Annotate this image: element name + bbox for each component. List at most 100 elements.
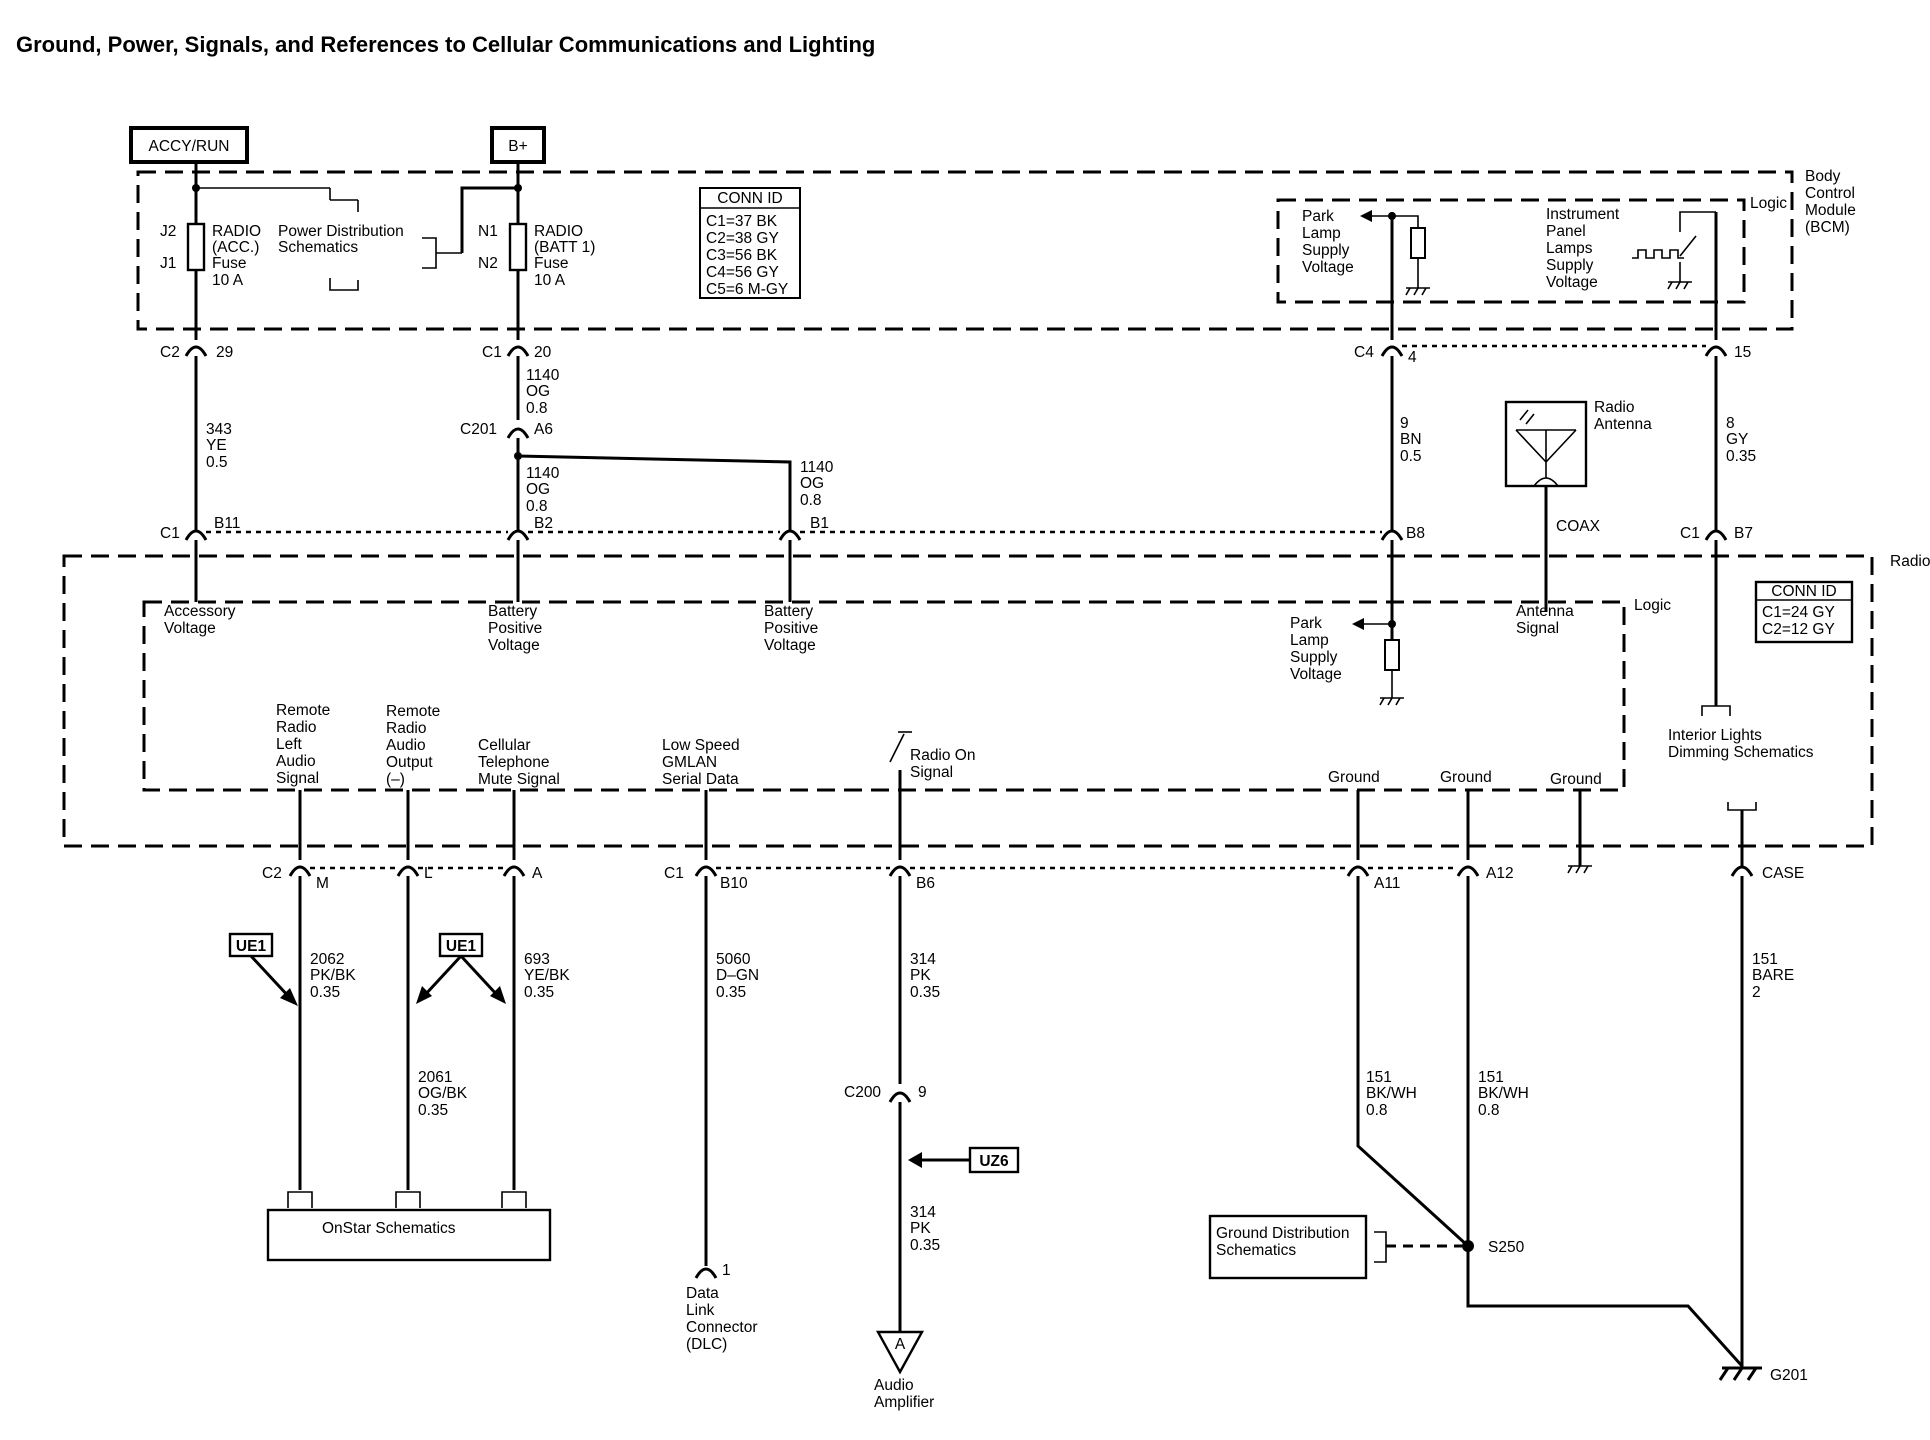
remote-left-2: Radio	[276, 719, 317, 736]
w2061-gauge: 0.35	[418, 1102, 448, 1119]
radio-park-lamp-4: Voltage	[1290, 666, 1342, 683]
w151b-color: BK/WH	[1478, 1085, 1529, 1102]
bplus-source: B+	[490, 126, 546, 164]
radio-conn-id-title: CONN ID	[1771, 583, 1836, 600]
bcm-panel-lamps-5: Voltage	[1546, 274, 1598, 291]
bcm-park-lamp-driver	[1360, 210, 1430, 340]
bcm-logic-box: Logic Park Lamp Supply Voltage Instrumen…	[1276, 195, 1787, 304]
w1140c-color: OG	[800, 475, 824, 492]
w9-gauge: 0.5	[1400, 448, 1422, 465]
battery-positive-1-a: Battery	[488, 603, 537, 620]
antenna-label-2: Antenna	[1594, 416, 1652, 433]
bcm-c1-pin: 20	[534, 344, 552, 361]
accessory-voltage-2: Voltage	[164, 620, 216, 637]
radio-logic-label: Logic	[1634, 597, 1671, 614]
w314b-color: PK	[910, 1220, 931, 1237]
w151a-circuit: 151	[1366, 1069, 1392, 1086]
bcm-panel-lamps-4: Supply	[1546, 257, 1594, 274]
remote-left-5: Signal	[276, 770, 319, 787]
bcm-pin-15: 15	[1734, 344, 1751, 361]
w5060-gauge: 0.35	[716, 984, 746, 1001]
acc-fuse-line-3: Fuse	[212, 255, 246, 272]
diagram-title: Ground, Power, Signals, and References t…	[16, 32, 875, 57]
bcm-label-1: Body	[1805, 168, 1841, 185]
cell-mute-2: Telephone	[478, 754, 550, 771]
batt-fuse-line-3: Fuse	[534, 255, 568, 272]
w1140b-circuit: 1140	[526, 465, 560, 482]
bcm-module: Body Control Module (BCM)	[136, 168, 1856, 331]
w693-circuit: 693	[524, 951, 550, 968]
audio-amplifier: A Audio Amplifier	[874, 1330, 934, 1411]
radio-pin-b7: B7	[1734, 525, 1753, 542]
radio-inputs: Accessory Voltage Battery Positive Volta…	[164, 540, 1814, 866]
bcm-panel-lamps-2: Panel	[1546, 223, 1586, 240]
bcm-park-lamp-2: Lamp	[1302, 225, 1341, 242]
bcm-connector-row: C2 29 C1 20 C4 4 15	[160, 344, 1751, 366]
bcm-conn-id: CONN ID C1=37 BK C2=38 GY C3=56 BK C4=56…	[699, 187, 801, 299]
dlc-pin: 1	[722, 1262, 731, 1279]
c201-conn: C201	[460, 421, 497, 438]
acc-fuse-line-4: 10 A	[212, 272, 244, 289]
w9-circuit: 9	[1400, 415, 1409, 432]
radio-pin-a12: A12	[1486, 865, 1514, 882]
batt-fuse-pin-bottom: N2	[478, 255, 498, 272]
bcm-c2-pin: 29	[216, 344, 233, 361]
radio-pin-b10: B10	[720, 875, 748, 892]
s250-label: S250	[1488, 1239, 1525, 1256]
radio-acc-fuse: J2 J1 RADIO (ACC.) Fuse 10 A	[160, 162, 359, 340]
c200-conn: C200	[844, 1084, 881, 1101]
remote-output-1: Remote	[386, 703, 440, 720]
w2062-gauge: 0.35	[310, 984, 340, 1001]
bcm-c1-conn: C1	[482, 344, 502, 361]
bcm-park-lamp-4: Voltage	[1302, 259, 1354, 276]
bcm-conn-id-row-3: C3=56 BK	[706, 247, 778, 264]
bcm-label-4: (BCM)	[1805, 219, 1850, 236]
dlc-line-1: Data	[686, 1285, 719, 1302]
w314a-circuit: 314	[910, 951, 936, 968]
acc-fuse-pin-top: J2	[160, 223, 176, 240]
radio-c1-b7-conn: C1	[1680, 525, 1700, 542]
power-dist-line-1: Power Distribution	[278, 223, 404, 240]
c201-pin: A6	[534, 421, 553, 438]
radio-pin-b8: B8	[1406, 525, 1425, 542]
radio-top-connectors: C1 B11 B2 B1 B8 C1 B7	[160, 515, 1753, 542]
w314a-color: PK	[910, 967, 931, 984]
bcm-panel-lamps-3: Lamps	[1546, 240, 1593, 257]
radio-pin-a: A	[532, 865, 543, 882]
w314a-gauge: 0.35	[910, 984, 940, 1001]
w1140c-gauge: 0.8	[800, 492, 822, 509]
amp-line-2: Amplifier	[874, 1394, 934, 1411]
radio-pin-l: L	[424, 865, 433, 882]
ue1-right-label: UE1	[446, 938, 477, 955]
radio-antenna: Radio Antenna COAX	[1504, 399, 1652, 612]
acc-fuse-pin-bottom: J1	[160, 255, 176, 272]
radio-on-1: Radio On	[910, 747, 975, 764]
accy-run-source: ACCY/RUN	[129, 126, 249, 164]
antenna-signal-2: Signal	[1516, 620, 1559, 637]
battery-positive-1-b: Positive	[488, 620, 542, 637]
power-dist-line-2: Schematics	[278, 239, 358, 256]
battery-positive-2-b: Positive	[764, 620, 818, 637]
w343-color: YE	[206, 437, 227, 454]
gmlan-3: Serial Data	[662, 771, 739, 788]
bcm-park-lamp-1: Park	[1302, 208, 1334, 225]
acc-fuse-line-1: RADIO	[212, 223, 261, 240]
cell-mute-3: Mute Signal	[478, 771, 560, 788]
dlc-line-2: Link	[686, 1302, 715, 1319]
bcm-conn-id-title: CONN ID	[717, 190, 782, 207]
w1140b-color: OG	[526, 481, 550, 498]
batt-fuse-line-4: 10 A	[534, 272, 566, 289]
radio-park-lamp-2: Lamp	[1290, 632, 1329, 649]
bcm-c4-pin: 4	[1408, 349, 1417, 366]
radio-on-2: Signal	[910, 764, 953, 781]
bcm-panel-lamps-1: Instrument	[1546, 206, 1620, 223]
interior-lights-2: Dimming Schematics	[1668, 744, 1814, 761]
w8-gauge: 0.35	[1726, 448, 1756, 465]
w343-circuit: 343	[206, 421, 232, 438]
w1140b-gauge: 0.8	[526, 498, 548, 515]
w1140a-color: OG	[526, 383, 550, 400]
remote-output-2: Radio	[386, 720, 427, 737]
radio-batt-fuse: N1 N2 RADIO (BATT 1) Fuse 10 A	[478, 162, 595, 340]
radio-module: Radio Logic CONN ID C1=24 GY C2=12 GY	[62, 553, 1930, 848]
